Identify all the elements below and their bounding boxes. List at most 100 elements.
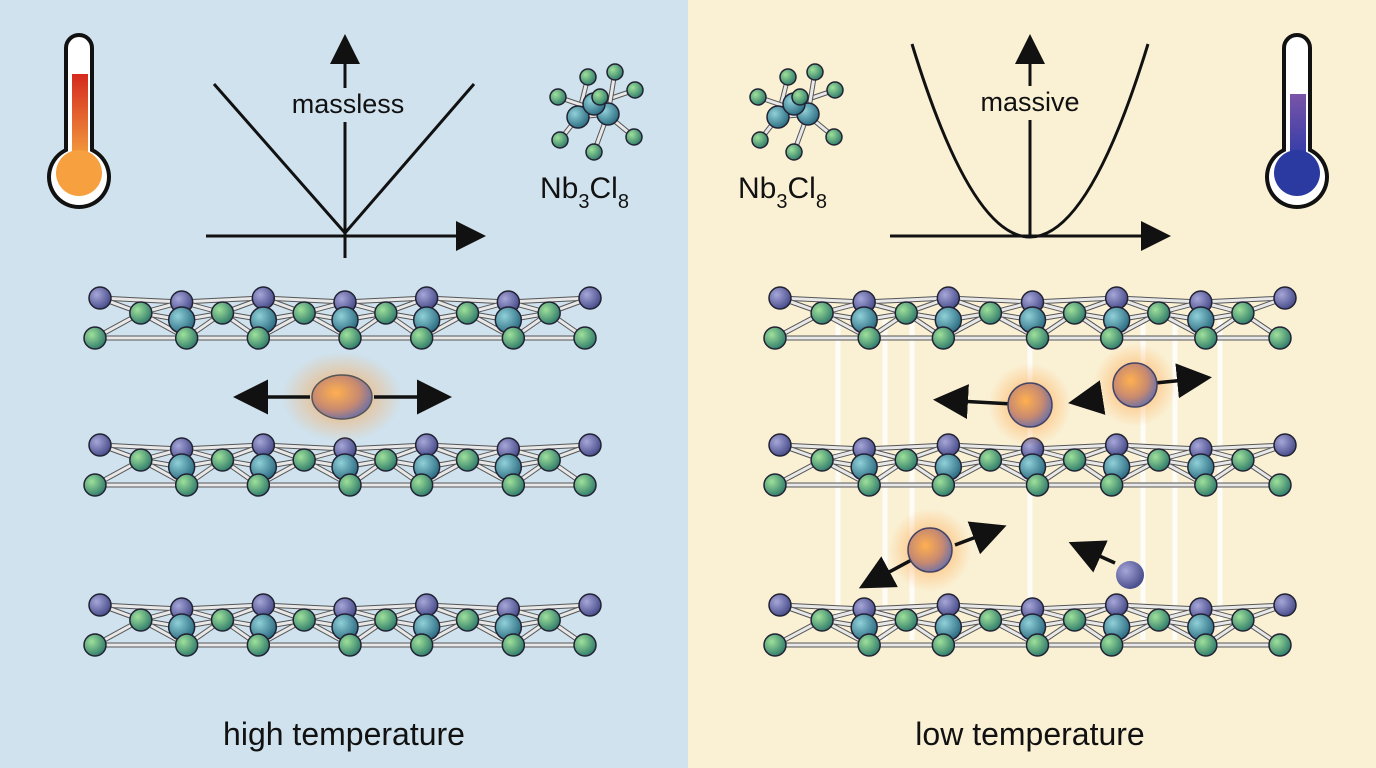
bond bbox=[1116, 603, 1201, 611]
cl-atom bbox=[894, 448, 918, 472]
cl-atom bbox=[1099, 326, 1124, 350]
nb-atom bbox=[566, 105, 590, 129]
cl-atom bbox=[591, 88, 609, 106]
cl-atom bbox=[810, 608, 834, 632]
right-nb3cl8-layer bbox=[763, 433, 1297, 497]
bond bbox=[263, 603, 346, 611]
cl-atom bbox=[763, 633, 787, 657]
bond bbox=[344, 443, 427, 451]
cl-atom bbox=[1268, 326, 1292, 350]
cl-atom bbox=[374, 608, 398, 632]
cl-atom bbox=[251, 433, 276, 457]
cl-atom bbox=[751, 131, 769, 149]
massive-label: massive bbox=[980, 87, 1079, 117]
cl-atom bbox=[174, 473, 199, 497]
massless-label: massless bbox=[292, 89, 405, 119]
cl-atom bbox=[768, 593, 792, 617]
bond bbox=[508, 296, 591, 304]
cl-atom bbox=[791, 88, 809, 106]
cl-atom bbox=[585, 143, 603, 161]
bond bbox=[344, 603, 427, 611]
cl-atom bbox=[749, 88, 767, 106]
formula-left: Nb3Cl8 bbox=[540, 172, 629, 213]
cl-atom bbox=[936, 286, 961, 310]
cl-atom bbox=[573, 473, 597, 497]
cl-atom bbox=[1194, 633, 1218, 657]
bond bbox=[181, 443, 264, 451]
massive-electrons bbox=[858, 343, 1212, 592]
bond bbox=[99, 296, 182, 304]
bond bbox=[508, 443, 591, 451]
bond bbox=[948, 296, 1033, 304]
cl-atom bbox=[83, 633, 107, 657]
massive-electron bbox=[1007, 382, 1053, 428]
massive-electron bbox=[1116, 561, 1144, 589]
bond bbox=[508, 603, 591, 611]
bond bbox=[1116, 443, 1201, 451]
bond bbox=[99, 443, 182, 451]
cl-atom bbox=[1273, 593, 1297, 617]
bond bbox=[1032, 443, 1117, 451]
bond bbox=[263, 296, 346, 304]
hot-thermometer-icon bbox=[47, 33, 111, 210]
cl-atom bbox=[936, 433, 961, 457]
cl-atom bbox=[251, 286, 276, 310]
bond bbox=[779, 443, 865, 451]
cl-atom bbox=[501, 326, 526, 350]
bond bbox=[99, 603, 182, 611]
cl-atom bbox=[931, 326, 956, 350]
cl-atom bbox=[931, 633, 956, 657]
bond bbox=[1032, 603, 1117, 611]
cl-atom bbox=[1104, 433, 1129, 457]
cl-atom bbox=[1025, 326, 1050, 350]
cl-atom bbox=[894, 608, 918, 632]
massive-electron bbox=[1112, 362, 1158, 408]
nb-atom bbox=[766, 105, 790, 129]
cl-atom bbox=[129, 448, 153, 472]
cl-atom bbox=[455, 448, 480, 472]
bond bbox=[779, 603, 865, 611]
cl-atom bbox=[374, 301, 398, 325]
cl-atom bbox=[1231, 448, 1255, 472]
bond bbox=[181, 603, 264, 611]
cl-atom bbox=[978, 608, 1003, 632]
cl-atom bbox=[857, 326, 881, 350]
cl-atom bbox=[1268, 473, 1292, 497]
cl-atom bbox=[88, 433, 112, 457]
cl-atom bbox=[579, 68, 597, 86]
bond bbox=[864, 603, 949, 611]
massive-electron bbox=[907, 527, 953, 573]
cl-atom bbox=[409, 473, 434, 497]
cl-atom bbox=[174, 326, 199, 350]
cl-atom bbox=[292, 608, 316, 632]
cl-atom bbox=[806, 63, 824, 81]
cl-atom bbox=[1194, 326, 1218, 350]
cl-atom bbox=[455, 301, 480, 325]
cl-atom bbox=[292, 301, 316, 325]
cl-atom bbox=[810, 448, 834, 472]
cl-atom bbox=[537, 608, 561, 632]
bond bbox=[1200, 603, 1286, 611]
cl-atom bbox=[1147, 301, 1171, 325]
cl-atom bbox=[825, 128, 843, 146]
formula-right: Nb3Cl8 bbox=[738, 172, 827, 213]
cl-atom bbox=[338, 633, 362, 657]
cl-atom bbox=[578, 286, 602, 310]
low-temperature-caption: low temperature bbox=[915, 716, 1144, 752]
cl-atom bbox=[129, 301, 153, 325]
cl-atom bbox=[606, 63, 624, 81]
cl-atom bbox=[292, 448, 316, 472]
cl-atom bbox=[409, 326, 434, 350]
bond bbox=[1200, 296, 1286, 304]
cl-atom bbox=[414, 433, 439, 457]
right-nb3cl8-layer bbox=[763, 286, 1297, 350]
cl-atom bbox=[83, 326, 107, 350]
cl-atom bbox=[551, 131, 569, 149]
cl-atom bbox=[763, 326, 787, 350]
right-nb3cl8-layer bbox=[763, 593, 1297, 657]
bond bbox=[1200, 443, 1286, 451]
bond bbox=[864, 296, 949, 304]
high-temperature-caption: high temperature bbox=[223, 716, 465, 752]
cl-atom bbox=[210, 608, 235, 632]
cl-atom bbox=[894, 301, 918, 325]
